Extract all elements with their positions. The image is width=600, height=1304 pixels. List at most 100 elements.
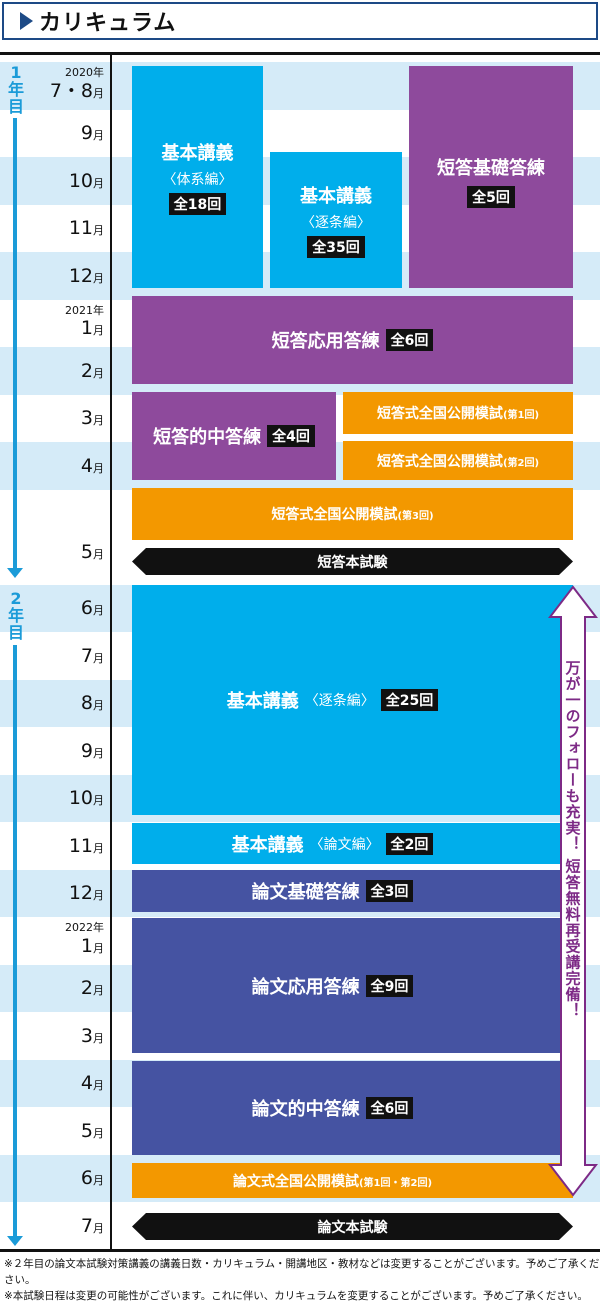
footnotes: ※２年目の論文本試験対策講義の講義日数・カリキュラム・開講地区・教材などは変更す… bbox=[4, 1256, 600, 1304]
tanto-exam-bar[interactable]: 短答本試験 bbox=[132, 548, 573, 575]
month-unit: 月 bbox=[93, 604, 104, 618]
month-label: 2月 bbox=[0, 361, 104, 381]
block-title: 短答式全国公開模試 bbox=[376, 453, 503, 470]
month-label: 5月 bbox=[0, 543, 104, 562]
month-number: 2 bbox=[80, 977, 93, 1000]
month-unit: 月 bbox=[93, 1174, 104, 1188]
month-label: 5月 bbox=[0, 1119, 104, 1142]
block-subtitle: (第1回・第2回) bbox=[358, 1177, 433, 1189]
divider bbox=[110, 52, 112, 1250]
divider bbox=[0, 1249, 600, 1252]
count-badge: 全3回 bbox=[365, 880, 414, 902]
count-badge: 全18回 bbox=[168, 193, 227, 215]
block-moshi-3[interactable]: 短答式全国公開模試(第3回) bbox=[132, 488, 573, 540]
month-number: 5 bbox=[80, 541, 93, 563]
month-label: 7月 bbox=[0, 644, 104, 667]
count-badge: 全25回 bbox=[380, 689, 439, 711]
block-subtitle: 〈体系編〉 bbox=[162, 172, 233, 188]
month-unit: 月 bbox=[93, 1221, 104, 1235]
block-ronbun-tekichu[interactable]: 論文的中答練全6回 bbox=[132, 1061, 573, 1155]
triangle-icon bbox=[20, 12, 33, 30]
month-label: 12月 bbox=[0, 266, 104, 286]
count-badge: 全9回 bbox=[365, 974, 414, 997]
month-number: 11 bbox=[68, 217, 93, 240]
block-kihon-taikei[interactable]: 基本講義 〈体系編〉 全18回 bbox=[132, 66, 263, 288]
month-unit: 月 bbox=[93, 1031, 104, 1045]
month-number: 4 bbox=[80, 1072, 93, 1095]
month-unit: 月 bbox=[93, 841, 104, 855]
month-label: 6月 bbox=[0, 1169, 104, 1188]
block-subtitle: 〈逐条編〉 bbox=[301, 215, 371, 231]
month-unit: 月 bbox=[93, 1126, 104, 1140]
block-subtitle: (第2回) bbox=[502, 457, 540, 469]
month-label: 6月 bbox=[0, 599, 104, 618]
block-subtitle: (第3回) bbox=[397, 511, 434, 522]
block-title: 基本講義 bbox=[161, 143, 234, 164]
footnote: ※２年目の論文本試験対策講義の講義日数・カリキュラム・開講地区・教材などは変更す… bbox=[4, 1258, 600, 1286]
month-number: 8 bbox=[80, 692, 93, 715]
block-moshi-2[interactable]: 短答式全国公開模試(第2回) bbox=[343, 441, 573, 480]
block-kihon-chikujo-2[interactable]: 基本講義〈逐条編〉全25回 bbox=[132, 585, 573, 815]
block-subtitle: 〈逐条編〉 bbox=[304, 693, 375, 709]
month-number: 1 bbox=[80, 934, 93, 957]
block-kihon-chikujo-1[interactable]: 基本講義 〈逐条編〉 全35回 bbox=[270, 152, 402, 288]
block-title: 論文応用答練 bbox=[251, 976, 360, 998]
block-tanto-oyo[interactable]: 短答応用答練全6回 bbox=[132, 296, 573, 384]
month-unit: 月 bbox=[93, 324, 104, 338]
month-unit: 月 bbox=[93, 366, 104, 380]
block-title: 基本講義 bbox=[231, 834, 304, 856]
block-tanto-kiso[interactable]: 短答基礎答練 全5回 bbox=[409, 66, 573, 288]
month-unit: 月 bbox=[93, 176, 104, 190]
month-number: 7 bbox=[80, 644, 93, 667]
count-badge: 全4回 bbox=[267, 425, 315, 447]
count-badge: 全6回 bbox=[385, 329, 434, 351]
month-unit: 月 bbox=[93, 651, 104, 665]
year-label: 2020年 bbox=[65, 66, 104, 79]
block-ronbun-kiso[interactable]: 論文基礎答練全3回 bbox=[132, 870, 573, 912]
count-badge: 全35回 bbox=[307, 236, 365, 258]
month-unit: 月 bbox=[93, 984, 104, 998]
month-unit: 月 bbox=[93, 129, 104, 143]
month-unit: 月 bbox=[93, 271, 104, 285]
month-label: 9月 bbox=[0, 124, 104, 143]
block-title: 基本講義 bbox=[300, 186, 372, 207]
year-label: 2021年 bbox=[65, 303, 104, 317]
month-label: 3月 bbox=[0, 1024, 104, 1047]
follow-text: 万が一のフォローも充実！ 短答無料再受講完備！ bbox=[563, 660, 582, 1019]
count-badge: 全5回 bbox=[467, 186, 515, 208]
block-tanto-tekichu[interactable]: 短答的中答練全4回 bbox=[132, 392, 336, 480]
block-ronbun-oyo[interactable]: 論文応用答練全9回 bbox=[132, 918, 573, 1053]
double-arrow-icon bbox=[548, 585, 598, 1197]
ronbun-exam-bar[interactable]: 論文本試験 bbox=[132, 1213, 573, 1240]
month-label: 3月 bbox=[0, 409, 104, 428]
month-unit: 月 bbox=[93, 224, 104, 238]
month-label: 4月 bbox=[0, 1074, 104, 1093]
month-unit: 月 bbox=[93, 86, 104, 100]
arrow-down-icon bbox=[7, 568, 23, 578]
month-number: 3 bbox=[80, 1024, 93, 1047]
month-number: 9 bbox=[80, 739, 93, 762]
block-kihon-ronbun[interactable]: 基本講義〈論文編〉全2回 bbox=[132, 823, 573, 864]
block-title: 短答基礎答練 bbox=[437, 158, 545, 179]
month-number: 10 bbox=[68, 787, 93, 810]
block-title: 短答応用答練 bbox=[271, 331, 380, 352]
block-ronbun-moshi[interactable]: 論文式全国公開模試(第1回・第2回) bbox=[132, 1163, 573, 1198]
month-label: 11月 bbox=[0, 836, 104, 856]
month-label: 2月 bbox=[0, 979, 104, 998]
month-unit: 月 bbox=[93, 548, 104, 561]
month-label: 10月 bbox=[0, 171, 104, 191]
section-title-text: カリキュラム bbox=[39, 10, 177, 36]
month-number: 7・8 bbox=[49, 79, 93, 102]
divider bbox=[0, 52, 600, 55]
month-unit: 月 bbox=[93, 414, 104, 428]
month-unit: 月 bbox=[93, 746, 104, 760]
block-title: 短答式全国公開模試 bbox=[271, 507, 398, 523]
block-subtitle: (第1回) bbox=[502, 410, 540, 421]
month-label: 7月 bbox=[0, 1216, 104, 1236]
block-moshi-1[interactable]: 短答式全国公開模試(第1回) bbox=[343, 392, 573, 434]
month-number: 6 bbox=[80, 597, 93, 620]
month-unit: 月 bbox=[93, 1079, 104, 1093]
month-number: 5 bbox=[80, 1119, 93, 1142]
month-unit: 月 bbox=[93, 699, 104, 713]
